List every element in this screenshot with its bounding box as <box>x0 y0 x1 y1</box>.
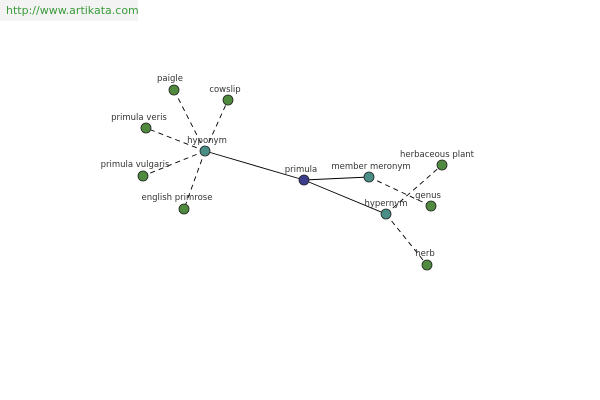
node-dot-herb[interactable] <box>421 259 433 271</box>
node-cowslip[interactable]: cowslip <box>209 85 241 106</box>
node-member-meronym[interactable]: member meronym <box>331 162 411 183</box>
node-dot-genus[interactable] <box>425 200 437 212</box>
node-primula-vulgaris[interactable]: primula vulgaris <box>101 160 170 182</box>
node-label-cowslip: cowslip <box>209 85 240 95</box>
edge-primula-to-member-meronym <box>303 176 370 181</box>
node-dot-primula-vulgaris[interactable] <box>137 170 149 182</box>
node-label-hypernym: hypernym <box>364 199 407 209</box>
node-dot-cowslip[interactable] <box>222 94 234 106</box>
edge-hypernym-to-herbaceous-plant <box>385 164 443 215</box>
edge-hypernym-to-herb <box>385 213 428 266</box>
edge-hyponym-to-cowslip <box>204 99 229 152</box>
node-label-english-primrose: english primrose <box>142 193 213 203</box>
node-label-member-meronym: member meronym <box>331 162 410 172</box>
node-label-genus: genus <box>415 191 441 201</box>
edge-hyponym-to-primula-vulgaris <box>142 150 206 177</box>
edge-primula-to-hypernym <box>303 179 387 215</box>
node-dot-hyponym[interactable] <box>199 145 211 157</box>
node-hypernym[interactable]: hypernym <box>364 199 408 220</box>
node-dot-english-primrose[interactable] <box>178 203 190 215</box>
node-primula[interactable]: primula <box>285 165 318 186</box>
node-dot-member-meronym[interactable] <box>363 171 375 183</box>
edge-layer <box>142 89 443 266</box>
node-dot-paigle[interactable] <box>168 84 180 96</box>
source-url[interactable]: http://www.artikata.com <box>0 0 139 21</box>
node-label-primula-vulgaris: primula vulgaris <box>101 160 170 170</box>
edge-hyponym-to-primula-veris <box>145 127 206 152</box>
node-label-paigle: paigle <box>157 74 183 84</box>
node-dot-primula[interactable] <box>298 174 310 186</box>
node-label-hyponym: hyponym <box>187 136 227 146</box>
node-herb[interactable]: herb <box>415 249 435 271</box>
node-label-herbaceous-plant: herbaceous plant <box>400 150 475 160</box>
node-primula-veris[interactable]: primula veris <box>111 113 167 134</box>
node-english-primrose[interactable]: english primrose <box>142 193 213 215</box>
edge-primula-to-hyponym <box>204 150 305 181</box>
node-dot-herbaceous-plant[interactable] <box>436 159 448 171</box>
node-dot-primula-veris[interactable] <box>140 122 152 134</box>
node-layer: primula hyponym member meronym hypernym paig… <box>101 74 475 271</box>
edge-hyponym-to-english-primrose <box>183 150 206 210</box>
edge-member-meronym-to-genus <box>368 176 432 207</box>
node-genus[interactable]: genus <box>415 191 441 212</box>
node-hyponym[interactable]: hyponym <box>187 136 227 157</box>
node-paigle[interactable]: paigle <box>157 74 183 96</box>
edge-hyponym-to-paigle <box>173 89 206 152</box>
node-herbaceous-plant[interactable]: herbaceous plant <box>400 150 475 171</box>
node-label-primula-veris: primula veris <box>111 113 167 123</box>
node-label-herb: herb <box>415 249 435 259</box>
node-label-primula: primula <box>285 165 318 175</box>
node-dot-hypernym[interactable] <box>380 208 392 220</box>
